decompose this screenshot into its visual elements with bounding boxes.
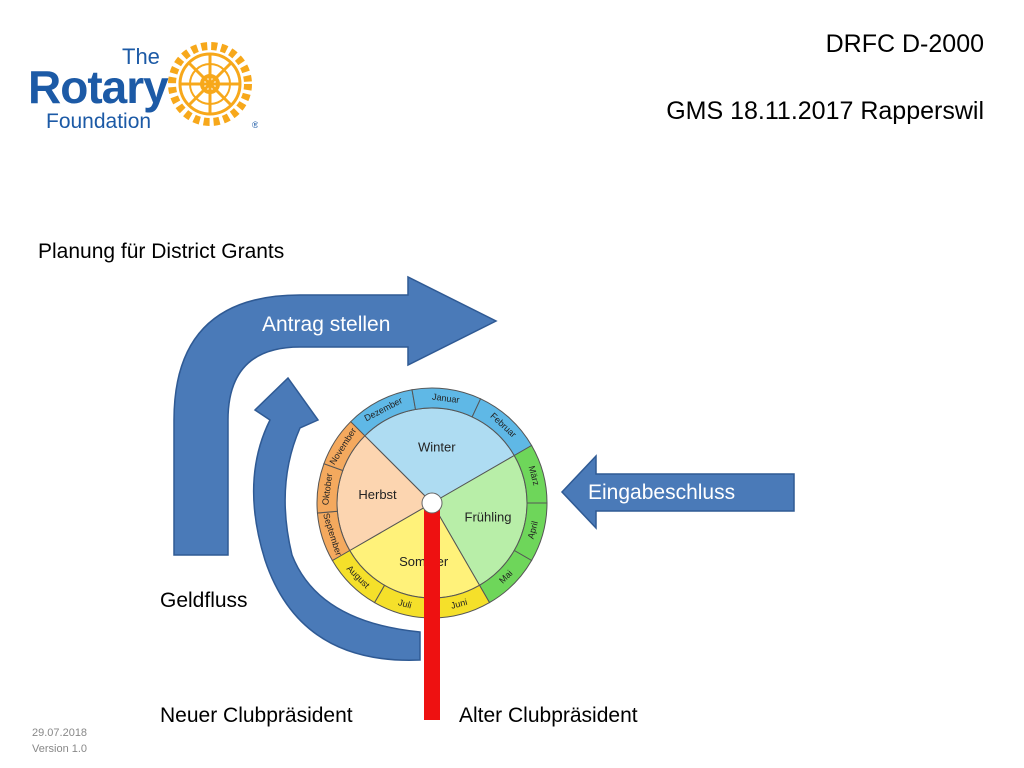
logo-the: The	[122, 44, 160, 69]
season-sommer-label: Sommer	[399, 554, 449, 569]
season-herbst-label: Herbst	[358, 487, 397, 502]
month-januar-label: Januar	[431, 392, 460, 406]
registered-mark: ®	[252, 120, 258, 130]
footer-version: Version 1.0	[32, 743, 88, 755]
month-april-label: April	[526, 520, 540, 540]
month-november-segment	[323, 420, 366, 472]
antrag-stellen-label: Antrag stellen	[262, 313, 391, 336]
season-fruehling-label: Frühling	[465, 509, 512, 524]
header-title: DRFC D-2000	[825, 30, 984, 58]
month-juli-label: Juli	[397, 597, 413, 610]
geldfluss-label: Geldfluss	[160, 589, 248, 612]
eingabeschluss-label: Eingabeschluss	[588, 481, 736, 504]
header-subtitle: GMS 18.11.2017 Rapperswil	[666, 97, 984, 125]
geldfluss-arrow	[252, 376, 421, 661]
footer-date: 29.07.2018	[32, 727, 88, 739]
month-oktober-label: Oktober	[320, 473, 334, 506]
president-change-marker	[424, 500, 440, 720]
logo-foundation: Foundation	[46, 110, 152, 133]
alter-clubpraesident-label: Alter Clubpräsident	[459, 704, 638, 727]
antrag-stellen-arrow	[173, 275, 498, 556]
season-winter-label: Winter	[418, 440, 456, 455]
section-title: Planung für District Grants	[38, 240, 285, 263]
rotary-international-wheel-icon: ®	[168, 42, 258, 130]
eingabeschluss-arrow	[560, 454, 795, 530]
wheel-center	[421, 492, 443, 514]
logo-rotary: Rotary	[28, 61, 169, 113]
month-juni-label: Juni	[450, 597, 469, 611]
neuer-clubpraesident-label: Neuer Clubpräsident	[160, 704, 353, 727]
